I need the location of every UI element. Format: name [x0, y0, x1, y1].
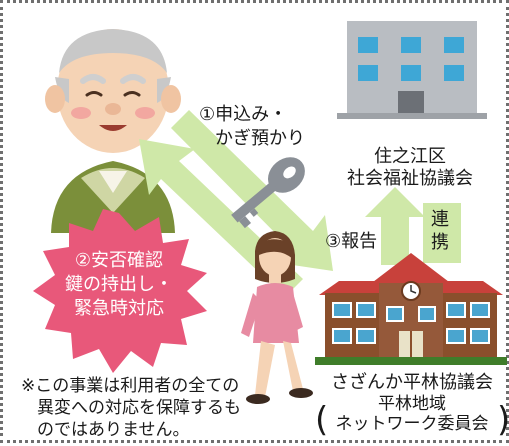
school-building-icon	[315, 253, 507, 365]
disclaimer-line1: ※この事業は利用者の全ての	[21, 376, 240, 396]
arrow-to-school	[171, 110, 333, 271]
renkei-label-1: 連	[431, 209, 449, 230]
renkei-box	[423, 203, 461, 263]
local-council-name: さざんか平林協議会	[331, 372, 493, 393]
step2-label-line3: 緊急時対応	[74, 298, 164, 319]
step1-label-line1: ①申込み・	[199, 104, 288, 125]
step1-label-line2: かぎ預かり	[215, 128, 305, 149]
step2-label-line1: ②安否確認	[74, 250, 164, 271]
key-icon	[231, 157, 305, 229]
council-name-line1: 住之江区	[374, 146, 446, 167]
local-network-committee: ネットワーク委員会	[335, 414, 489, 434]
disclaimer-line3: のではありません。	[37, 420, 190, 440]
paren-open: (	[315, 400, 329, 440]
walking-woman-icon	[241, 231, 313, 404]
council-name-line2: 社会福祉協議会	[347, 168, 473, 189]
disclaimer-line2: 異変への対応を保障するも	[37, 398, 241, 418]
paren-close: )	[497, 400, 509, 440]
step2-label-line2: 鍵の持出し・	[65, 274, 173, 295]
starburst-icon	[33, 209, 207, 373]
arrow-report	[365, 187, 425, 265]
step3-label: ③報告	[325, 231, 378, 252]
local-area-name: 平林地域	[378, 394, 446, 414]
renkei-label-2: 携	[431, 232, 449, 253]
office-building-icon	[337, 21, 487, 119]
elderly-man-icon	[45, 29, 181, 233]
